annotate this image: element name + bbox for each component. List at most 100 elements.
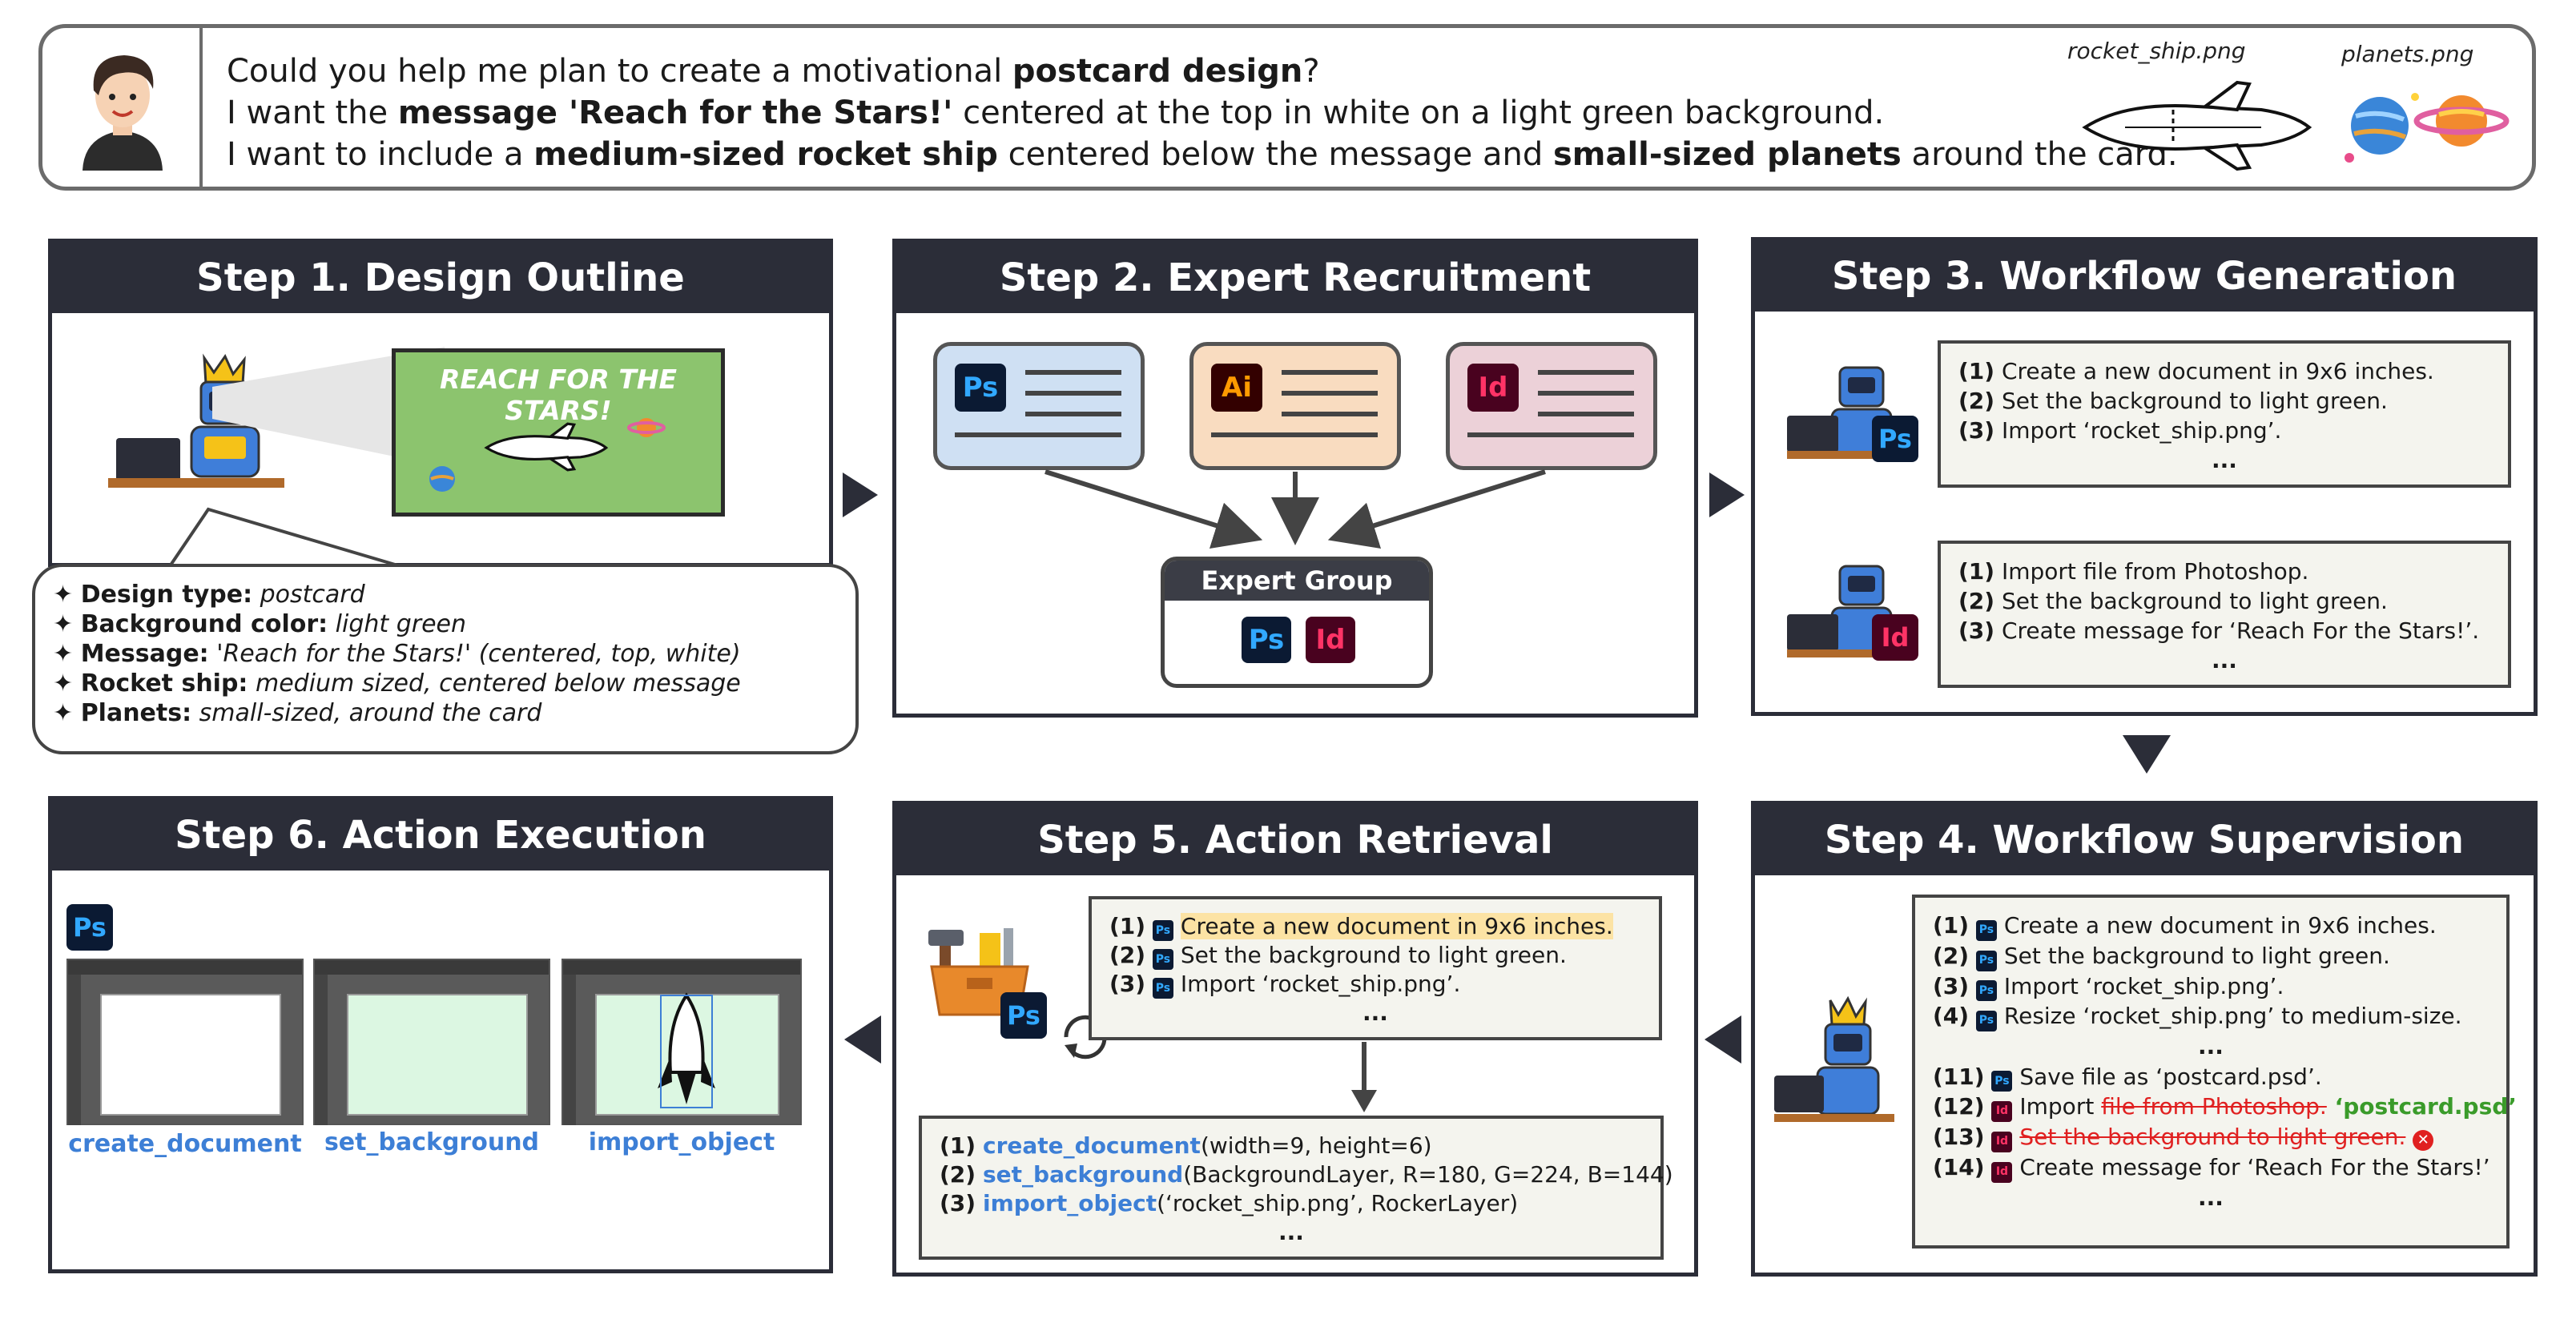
ps-small-icon: Ps bbox=[1152, 949, 1173, 970]
corrected-text: ‘postcard.psd’ bbox=[2326, 1093, 2517, 1120]
step-number: (1) bbox=[1958, 558, 1995, 585]
action-call: (3) import_object(‘rocket_ship.png’, Roc… bbox=[940, 1189, 1643, 1218]
workflow-step: (1) Ps Create a new document in 9x6 inch… bbox=[1933, 911, 2489, 941]
ps-agent-badge: Ps bbox=[1872, 416, 1918, 462]
design-outline-box: ✦ Design type: postcard ✦ Background col… bbox=[32, 564, 859, 754]
workflow-step: (14) Id Create message for ‘Reach For th… bbox=[1933, 1152, 2490, 1183]
step-number: (12) bbox=[1933, 1093, 1985, 1120]
illustrator-icon: Ai bbox=[1211, 364, 1262, 412]
workflow-step: (13) Id Set the background to light gree… bbox=[1933, 1122, 2489, 1152]
step-number: (2) bbox=[940, 1161, 976, 1188]
outline-row: ✦ Planets: small-sized, around the card bbox=[53, 699, 542, 727]
postcard-planet-icon bbox=[429, 466, 455, 492]
outline-key: Rocket ship: bbox=[80, 670, 248, 698]
workflow-step: (4) Ps Resize ‘rocket_ship.png’ to mediu… bbox=[1933, 1001, 2489, 1031]
workflow-step: (11) Ps Save file as ‘postcard.psd’. bbox=[1933, 1062, 2489, 1092]
robot-supervisor-icon bbox=[1774, 995, 1894, 1122]
workflow-step: (2) Set the background to light green. bbox=[1958, 586, 2490, 616]
request-line1-bold: postcard design bbox=[1012, 53, 1303, 90]
action-args: (BackgroundLayer, R=180, G=224, B=144) bbox=[1183, 1161, 1673, 1188]
imported-rocket-icon bbox=[658, 992, 715, 1108]
outline-key: Message: bbox=[80, 640, 209, 668]
action-function: set_background bbox=[982, 1161, 1184, 1188]
outline-value: medium sized, centered below message bbox=[255, 670, 741, 698]
action-function: import_object bbox=[982, 1190, 1157, 1216]
supervised-workflow-box: (1) Ps Create a new document in 9x6 inch… bbox=[1912, 895, 2517, 1249]
workflow-step: (2) Ps Set the background to light green… bbox=[1109, 941, 1641, 970]
step-number: (1) bbox=[940, 1132, 976, 1159]
step-text: Import file from Photoshop. bbox=[1994, 558, 2309, 585]
step-number: (3) bbox=[1958, 617, 1995, 644]
workflow-step: (2) Set the background to light green. bbox=[1958, 386, 2490, 416]
workflow-step: (3) Ps Import ‘rocket_ship.png’. bbox=[1109, 970, 1641, 999]
execution-ps-icon: Ps bbox=[66, 904, 113, 951]
step2-title: Step 2. Expert Recruitment bbox=[896, 243, 1694, 313]
ellipsis: ... bbox=[2198, 1033, 2224, 1060]
step-number: (1) bbox=[1933, 912, 1970, 939]
expert-card-ai: Ai bbox=[1189, 342, 1401, 470]
step4-panel: Step 4. Workflow Supervision (1) Ps Crea… bbox=[1751, 801, 2538, 1277]
step-number: (4) bbox=[1933, 1003, 1970, 1030]
ps-small-icon: Ps bbox=[1152, 978, 1173, 999]
postcard-ringed-planet-icon bbox=[627, 418, 666, 437]
step-text: Save file as ‘postcard.psd’. bbox=[2019, 1063, 2322, 1090]
step5-title: Step 5. Action Retrieval bbox=[896, 805, 1694, 875]
step1-panel: Step 1. Design Outline REACH FOR THE STA… bbox=[48, 239, 833, 567]
group-indesign-icon: Id bbox=[1306, 617, 1355, 663]
request-text: Could you help me plan to create a motiv… bbox=[227, 50, 2178, 175]
step-text: Create message for ‘Reach For the Stars!… bbox=[2019, 1153, 2490, 1180]
step4-title: Step 4. Workflow Supervision bbox=[1755, 805, 2534, 875]
action-args: (‘rocket_ship.png’, RockerLayer) bbox=[1157, 1190, 1519, 1216]
workflow-step: (2) Ps Set the background to light green… bbox=[1933, 941, 2489, 971]
workflow-step: (12) Id Import file from Photoshop. ‘pos… bbox=[1933, 1092, 2517, 1122]
ps-small-icon: Ps bbox=[1975, 1011, 1997, 1031]
id-small-icon: Id bbox=[1991, 1161, 2013, 1183]
outline-row: ✦ Design type: postcard bbox=[53, 581, 365, 609]
step-text: Import ‘rocket_ship.png’. bbox=[1994, 417, 2282, 444]
step-number: (3) bbox=[940, 1190, 976, 1216]
step-number: (2) bbox=[1958, 388, 1995, 414]
step6-panel: Step 6. Action Execution Ps create_docum… bbox=[48, 796, 833, 1273]
step-number: (1) bbox=[1958, 358, 1995, 384]
step-text: Create a new document in 9x6 inches. bbox=[1994, 358, 2434, 384]
workflow-step: (1) Import file from Photoshop. bbox=[1958, 557, 2490, 586]
step-text: Import ‘rocket_ship.png’. bbox=[1180, 971, 1461, 997]
remove-x-icon: ✕ bbox=[2413, 1130, 2434, 1151]
workflow-step: (1) Create a new document in 9x6 inches. bbox=[1958, 356, 2490, 386]
request-divider bbox=[199, 28, 203, 187]
expert-card-ps: Ps bbox=[933, 342, 1145, 470]
step-number: (2) bbox=[1958, 588, 1995, 614]
workflow-step: (3) Create message for ‘Reach For the St… bbox=[1958, 616, 2490, 645]
action-call: (1) create_document(width=9, height=6) bbox=[940, 1132, 1643, 1160]
outline-bubble-tail bbox=[165, 507, 409, 570]
group-photoshop-icon: Ps bbox=[1242, 617, 1291, 663]
arrow-step1-to-step2 bbox=[843, 472, 878, 517]
postcard-preview: REACH FOR THE STARS! bbox=[392, 348, 725, 517]
ellipsis: ... bbox=[1278, 1219, 1304, 1245]
removed-text: file from Photoshop. bbox=[2101, 1093, 2327, 1120]
screenshot-create-document bbox=[66, 959, 304, 1125]
outline-key: Planets: bbox=[80, 699, 192, 727]
ps-small-icon: Ps bbox=[1975, 980, 1997, 1002]
step-text: Resize ‘rocket_ship.png’ to medium-size. bbox=[2003, 1003, 2462, 1030]
arrow-step5-to-step6 bbox=[844, 1015, 881, 1064]
step-number: (11) bbox=[1933, 1063, 1985, 1090]
id-small-icon: Id bbox=[1991, 1131, 2013, 1152]
outline-row: ✦ Message: 'Reach for the Stars!' (cente… bbox=[53, 640, 741, 668]
step-text: Import bbox=[2019, 1093, 2102, 1120]
id-small-icon: Id bbox=[1991, 1101, 2013, 1122]
step6-title: Step 6. Action Execution bbox=[52, 800, 829, 871]
request-line3-bold1: medium-sized rocket ship bbox=[533, 136, 998, 173]
request-line3-bold2: small-sized planets bbox=[1552, 136, 1902, 173]
retrieval-workflow-box: (1) Ps Create a new document in 9x6 inch… bbox=[1089, 896, 1662, 1040]
arrow-step4-to-step5 bbox=[1705, 1015, 1741, 1064]
ellipsis: ... bbox=[2212, 447, 2237, 473]
step3-title: Step 3. Workflow Generation bbox=[1755, 241, 2534, 312]
ps-small-icon: Ps bbox=[1991, 1071, 2013, 1092]
rocket-ship-icon bbox=[2082, 80, 2312, 171]
outline-value: postcard bbox=[260, 581, 365, 609]
ps-small-icon: Ps bbox=[1975, 919, 1997, 941]
step-number: (14) bbox=[1933, 1153, 1985, 1180]
id-agent-badge: Id bbox=[1872, 614, 1918, 661]
screenshot-import-object bbox=[561, 959, 802, 1125]
